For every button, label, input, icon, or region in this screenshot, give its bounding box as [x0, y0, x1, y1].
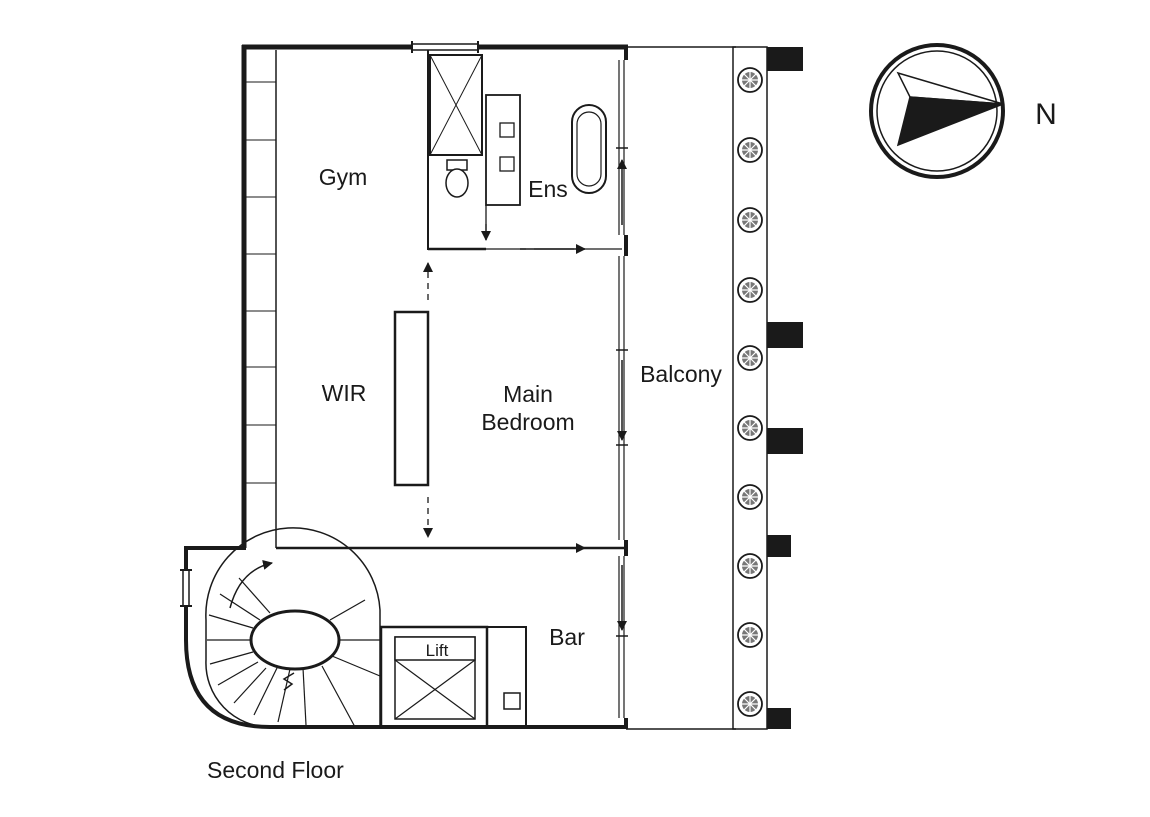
plant-icon: [737, 622, 763, 648]
bar-cabinet: [486, 626, 527, 728]
plant-icon: [737, 691, 763, 717]
lift-shaft: [379, 625, 489, 729]
room-label-main-bedroom-line1: Main: [503, 381, 553, 407]
ensuite-fixtures: [429, 54, 607, 241]
west-panel-strip: [246, 50, 277, 548]
room-label-wir: WIR: [322, 380, 367, 406]
room-label-ens: Ens: [528, 176, 568, 202]
planter-plants: [737, 67, 763, 717]
room-label-main-bedroom-line2: Bedroom: [481, 409, 574, 435]
top-window: [411, 41, 479, 53]
basin-icon: [499, 122, 515, 138]
column: [767, 428, 803, 454]
sink-icon: [503, 692, 521, 710]
vanity: [485, 94, 521, 206]
compass-icon: [869, 43, 1005, 179]
spiral-stair: [205, 527, 381, 728]
balcony-area: [626, 46, 803, 730]
plant-icon: [737, 67, 763, 93]
plant-icon: [737, 207, 763, 233]
shower: [429, 54, 483, 156]
plant-icon: [737, 137, 763, 163]
bath-icon: [571, 104, 607, 194]
room-label-lift: Lift: [426, 641, 449, 660]
plant-icon: [737, 277, 763, 303]
basin-icon: [499, 156, 515, 172]
east-glazing: [616, 60, 628, 718]
column: [767, 708, 791, 729]
column: [767, 322, 803, 348]
room-label-gym: Gym: [319, 164, 368, 190]
floor-title: Second Floor: [207, 757, 344, 783]
break-line-icon: [282, 672, 295, 691]
plant-icon: [737, 345, 763, 371]
column: [767, 47, 803, 71]
room-label-bar: Bar: [549, 624, 585, 650]
column: [767, 535, 791, 557]
wir-robe: [393, 310, 430, 487]
toilet-icon: [445, 159, 469, 198]
plant-icon: [737, 553, 763, 579]
plant-icon: [737, 484, 763, 510]
plant-icon: [737, 415, 763, 441]
compass-north-label: N: [1035, 98, 1057, 131]
interior-walls: [276, 50, 626, 553]
left-window: [180, 569, 192, 607]
room-label-balcony: Balcony: [640, 361, 722, 387]
